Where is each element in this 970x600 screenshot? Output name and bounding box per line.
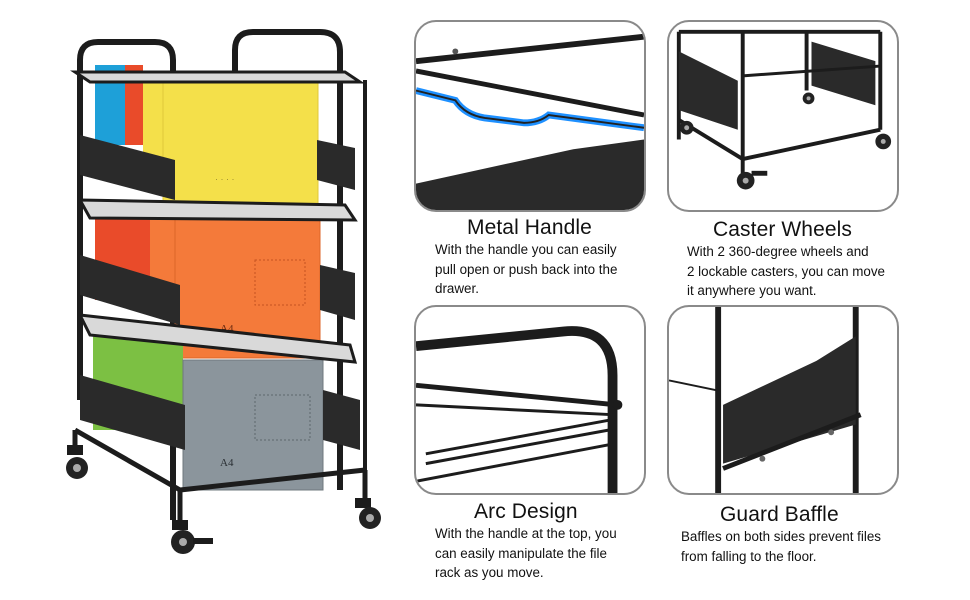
description-line: With the handle at the top, you — [435, 526, 617, 541]
description-line: can easily manipulate the file — [435, 545, 607, 561]
guard-baffle-photo — [667, 305, 899, 495]
description-line: Baffles on both sides prevent files — [681, 529, 881, 544]
description-line: With the handle you can easily — [435, 242, 617, 257]
description-line: from falling to the floor. — [681, 548, 817, 564]
arc-design-photo — [414, 305, 646, 495]
description-line: drawer. — [435, 281, 479, 296]
caster-wheel — [355, 498, 381, 529]
feature-title: Caster Wheels — [713, 218, 853, 241]
caster-wheel — [171, 520, 213, 554]
description-line: 2 lockable casters, you can move — [687, 263, 885, 279]
metal-handle-photo — [414, 20, 646, 212]
folder-label-gray: A4 — [220, 457, 234, 469]
description-line: rack as you move. — [435, 565, 544, 580]
feature-title: Metal Handle — [467, 216, 592, 239]
feature-title: Guard Baffle — [720, 503, 839, 526]
svg-text:· · · ·: · · · · — [215, 174, 235, 184]
feature-description: With 2 360-degree wheels and 2 lockable … — [687, 242, 885, 301]
caster-wheels-photo — [667, 20, 899, 212]
description-line: it anywhere you want. — [687, 283, 817, 298]
file-cart-illustration: · · · · A4 A4 — [66, 29, 381, 554]
feature-description: With the handle you can easily pull open… — [435, 240, 617, 299]
file-cart-photo: · · · · A4 A4 — [55, 20, 395, 580]
description-line: With 2 360-degree wheels and — [687, 244, 869, 259]
feature-description: With the handle at the top, you can easi… — [435, 524, 617, 583]
feature-description: Baffles on both sides prevent files from… — [681, 527, 881, 566]
feature-title: Arc Design — [474, 500, 578, 523]
description-line: pull open or push back into the — [435, 261, 618, 277]
caster-wheel — [66, 445, 88, 479]
